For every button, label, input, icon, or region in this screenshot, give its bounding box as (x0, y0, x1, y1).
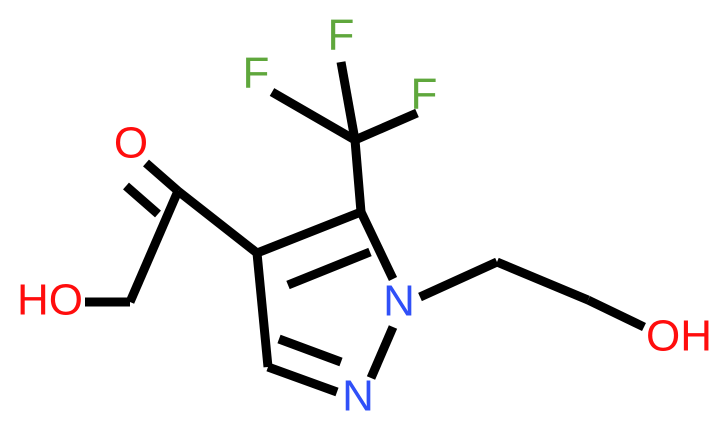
bond-c7-o1-a (143, 159, 181, 195)
bond-c4-c5-a (255, 207, 363, 258)
bond-c4-n1 (356, 210, 398, 281)
bond-c5-c7 (175, 187, 260, 257)
bond-c5-c6 (252, 252, 273, 368)
bond-c7-o1-b (123, 182, 161, 218)
nitrogen-2-label: N (342, 372, 374, 421)
bond-c3-f2 (269, 88, 358, 144)
bond-c7-c8 (125, 189, 183, 304)
carbonyl-oxygen-label: O (114, 119, 148, 168)
fluorine-top-label: F (328, 11, 355, 60)
bond-c4-c5-b (286, 247, 372, 290)
bond-c10-o3 (586, 295, 646, 332)
bond-c3-f1 (336, 61, 360, 141)
bond-n1-c9 (418, 257, 499, 302)
fluorine-left-label: F (243, 49, 270, 98)
fluorine-right-label: F (411, 70, 438, 119)
bond-n2-n1 (366, 325, 398, 380)
bond-c6-n2-a (266, 362, 339, 397)
bond-c3-c4 (350, 139, 366, 213)
bond-c9-c10 (495, 257, 590, 305)
bond-c6-n2-b (277, 334, 343, 367)
atom-label-layer: F F F O HO OH N N (17, 11, 712, 421)
bond-c3-f3 (353, 108, 419, 145)
hydroxyl-left-label: HO (17, 276, 83, 325)
hydroxyl-right-label: OH (646, 312, 712, 361)
bond-layer (85, 61, 646, 397)
nitrogen-1-label: N (383, 277, 415, 326)
